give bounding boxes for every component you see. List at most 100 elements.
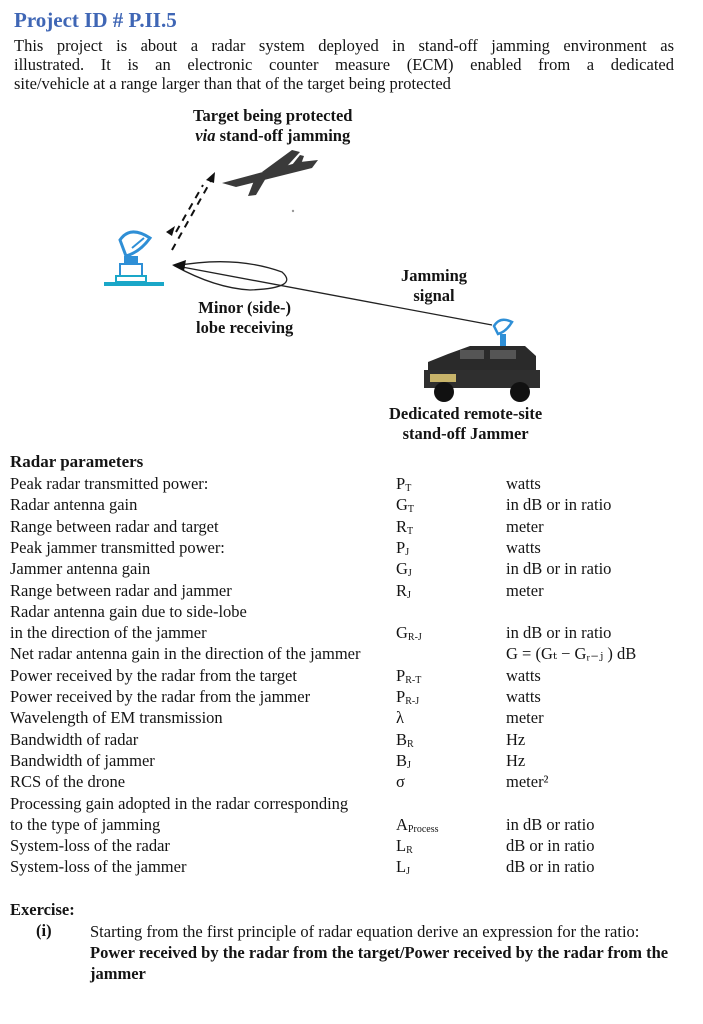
radar-icon <box>104 230 164 286</box>
parameters-heading: Radar parameters <box>10 452 144 471</box>
symbol-base: P <box>396 665 406 685</box>
parameter-symbol: GT <box>396 494 414 520</box>
page-title: Project ID # P.II.5 <box>14 8 177 32</box>
jamming-label-line: Jamming <box>401 266 467 285</box>
stand-off-jamming-diagram <box>104 150 540 402</box>
intro-line: site/vehicle at a range larger than that… <box>14 74 451 93</box>
symbol-base: B <box>396 750 408 770</box>
symbol-subscript: J <box>407 589 411 601</box>
side-lobe-shape <box>173 261 288 291</box>
parameter-name: Processing gain adopted in the radar cor… <box>10 793 349 813</box>
symbol-base: λ <box>396 708 405 728</box>
parameter-name: Bandwidth of radar <box>10 729 139 749</box>
side-lobe-label-line: lobe receiving <box>196 318 294 337</box>
jammer-label-line: stand-off Jammer <box>402 424 529 443</box>
parameter-symbol: GJ <box>396 558 412 584</box>
exercise-text-plain: Starting from the first principle of rad… <box>90 922 640 941</box>
arrowhead-up-icon <box>206 172 215 183</box>
parameter-name: Range between radar and target <box>10 516 219 536</box>
parameter-symbol: σ <box>396 771 405 792</box>
parameter-name: Bandwidth of jammer <box>10 750 155 770</box>
arrowhead-left-icon <box>172 260 186 271</box>
symbol-subscript: J <box>407 759 411 771</box>
symbol-base: R <box>396 580 408 600</box>
target-label: Target being protected via stand-off jam… <box>193 106 352 146</box>
exercise-text-bold: Power received by the radar from the tar… <box>90 943 669 983</box>
parameter-name: Net radar antenna gain in the direction … <box>10 644 361 664</box>
symbol-subscript: R-J <box>405 696 420 707</box>
parameter-unit: watts <box>506 687 541 706</box>
symbol-subscript: J <box>406 866 410 878</box>
parameter-name: System-loss of the radar <box>10 836 170 856</box>
parameter-symbol: PT <box>396 473 411 499</box>
symbol-subscript: R <box>407 738 414 750</box>
symbol-base: B <box>396 729 408 749</box>
symbol-subscript: J <box>405 546 410 558</box>
symbol-base: A <box>396 814 408 834</box>
parameter-name: Power received by the radar from the tar… <box>10 665 297 685</box>
jammer-vehicle-icon <box>424 318 540 402</box>
parameter-symbol: BR <box>396 729 414 755</box>
exercise-number: (i) <box>36 921 52 940</box>
parameter-unit: G = (Gₜ − Gᵣ₋ⱼ ) dB <box>506 644 637 664</box>
target-label-via: via <box>195 126 216 145</box>
radar-target-link <box>171 176 214 251</box>
symbol-base: G <box>396 559 408 579</box>
parameter-name: Power received by the radar from the jam… <box>10 687 311 706</box>
jamming-signal-label: Jamming signal <box>401 266 467 306</box>
symbol-subscript: R-T <box>405 674 422 686</box>
target-label-line: via stand-off jamming <box>193 126 352 146</box>
symbol-subscript: T <box>407 525 414 537</box>
target-label-line: Target being protected <box>193 106 353 125</box>
symbol-base: P <box>396 474 406 493</box>
parameter-name: Range between radar and jammer <box>10 580 232 600</box>
parameter-unit: in dB or in ratio <box>506 623 612 643</box>
parameter-symbol: BJ <box>396 750 411 776</box>
jamming-label-line: signal <box>413 286 455 305</box>
intro-line: This project is about a radar system dep… <box>14 36 674 55</box>
parameter-symbol: λ <box>396 707 404 728</box>
parameter-unit: meter <box>506 516 544 536</box>
parameter-unit: in dB or in ratio <box>506 559 612 579</box>
symbol-base: L <box>396 857 407 877</box>
jammer-label-line: Dedicated remote-site <box>389 404 543 423</box>
parameter-name: Radar antenna gain due to side-lobe <box>10 601 247 621</box>
speck <box>291 209 295 213</box>
intro-paragraph: This project is about a radar system dep… <box>14 36 674 93</box>
parameter-name: Wavelength of EM transmission <box>10 708 223 728</box>
intro-line: illustrated. It is an electronic counter… <box>14 55 674 74</box>
parameter-unit: meter² <box>506 772 549 792</box>
parameter-name: Peak jammer transmitted power: <box>10 537 225 557</box>
parameter-unit: meter <box>506 708 544 728</box>
parameter-symbol: RT <box>396 516 413 542</box>
symbol-subscript: T <box>407 504 415 516</box>
parameter-name: Jammer antenna gain <box>10 559 151 579</box>
symbol-subscript: R-J <box>407 632 422 644</box>
parameter-name: Peak radar transmitted power: <box>10 474 209 493</box>
exercise-text: Starting from the first principle of rad… <box>90 921 670 984</box>
parameter-symbol: RJ <box>396 580 411 606</box>
target-label-rest: stand-off jamming <box>215 126 351 145</box>
parameter-symbol: LJ <box>396 856 410 882</box>
parameter-unit: dB or in ratio <box>506 836 595 856</box>
parameter-unit: Hz <box>506 729 526 749</box>
parameter-unit: dB or in ratio <box>506 857 595 877</box>
parameter-unit: meter <box>506 580 544 600</box>
symbol-base: G <box>396 623 408 643</box>
symbol-base: P <box>396 687 406 706</box>
parameter-unit: in dB or ratio <box>506 814 595 834</box>
parameter-symbol: LR <box>396 835 413 861</box>
parameter-symbol: PR-J <box>396 686 419 712</box>
parameter-symbol: GR-J <box>396 622 422 648</box>
parameter-unit: watts <box>506 665 541 685</box>
parameter-unit: in dB or in ratio <box>506 495 612 515</box>
jammer-label: Dedicated remote-site stand-off Jammer <box>389 404 542 444</box>
symbol-base: G <box>396 495 408 515</box>
symbol-subscript: T <box>405 483 412 494</box>
parameter-symbol: PR-T <box>396 665 421 691</box>
side-lobe-label: Minor (side-) lobe receiving <box>196 298 293 338</box>
parameter-name: RCS of the drone <box>10 772 126 792</box>
parameter-name: Radar antenna gain <box>10 495 138 515</box>
parameter-unit: watts <box>506 474 541 493</box>
parameter-symbol: AProcess <box>396 814 438 840</box>
